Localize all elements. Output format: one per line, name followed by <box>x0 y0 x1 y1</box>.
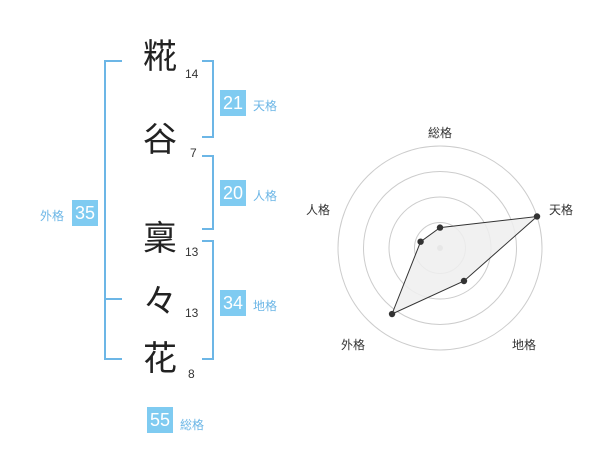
gaikaku-bracket-top <box>104 60 122 62</box>
chikaku-bracket-top <box>202 240 214 242</box>
radar-grid <box>337 145 543 351</box>
radar-axis-label-gaikaku: 外格 <box>341 338 366 352</box>
chikaku-bracket-bottom <box>202 358 214 360</box>
radar-axis-label-soukaku: 総格 <box>428 126 453 140</box>
radar-point-3 <box>388 310 396 318</box>
name-char-3: 稟 <box>143 219 177 259</box>
gaikaku-value: 35 <box>72 200 98 226</box>
name-char-2: 谷 <box>143 120 177 160</box>
gaikaku-bracket-vertical <box>104 60 106 360</box>
tenkaku-bracket-bottom <box>202 136 214 138</box>
stroke-count-5: 8 <box>188 367 195 381</box>
chikaku-value: 34 <box>220 290 246 316</box>
chikaku-label: 地格 <box>253 299 278 313</box>
gaikaku-bracket-bottom <box>104 358 122 360</box>
chikaku-bracket-vertical <box>212 240 214 360</box>
stroke-count-3: 13 <box>185 245 199 259</box>
name-char-4: 々 <box>143 282 177 322</box>
tenkaku-value: 21 <box>220 90 246 116</box>
jinkaku-bracket-bottom <box>202 228 214 230</box>
tenkaku-bracket-vertical <box>212 60 214 138</box>
gaikaku-bracket-mid <box>104 298 122 300</box>
radar-point-0 <box>436 224 444 231</box>
radar-axis-label-jinkaku: 人格 <box>306 203 331 217</box>
radar-center <box>437 245 443 251</box>
tenkaku-bracket-top <box>202 60 214 62</box>
jinkaku-value: 20 <box>220 180 246 206</box>
stroke-count-2: 7 <box>190 146 197 160</box>
radar-point-1 <box>533 213 541 220</box>
radar-axis-label-tenkaku: 天格 <box>549 203 574 217</box>
radar-ring-2 <box>388 196 492 300</box>
radar-ring-4 <box>337 145 543 351</box>
stroke-count-4: 13 <box>185 306 199 320</box>
stroke-count-1: 14 <box>185 67 199 81</box>
gaikaku-label: 外格 <box>40 209 65 223</box>
radar-point-4 <box>417 238 424 245</box>
tenkaku-label: 天格 <box>253 99 278 113</box>
name-char-5: 花 <box>143 339 177 379</box>
jinkaku-label: 人格 <box>253 189 278 203</box>
radar-ring-3 <box>363 171 517 325</box>
soukaku-value: 55 <box>147 407 173 433</box>
jinkaku-bracket-vertical <box>212 155 214 230</box>
radar-axis-label-chikaku: 地格 <box>512 338 537 352</box>
radar-ring-1 <box>414 222 466 274</box>
radar-polygon <box>391 215 539 315</box>
radar-points <box>388 213 541 318</box>
jinkaku-bracket-top <box>202 155 214 157</box>
soukaku-label: 総格 <box>180 418 205 432</box>
radar-point-2 <box>460 277 468 285</box>
name-char-1: 糀 <box>143 37 177 77</box>
